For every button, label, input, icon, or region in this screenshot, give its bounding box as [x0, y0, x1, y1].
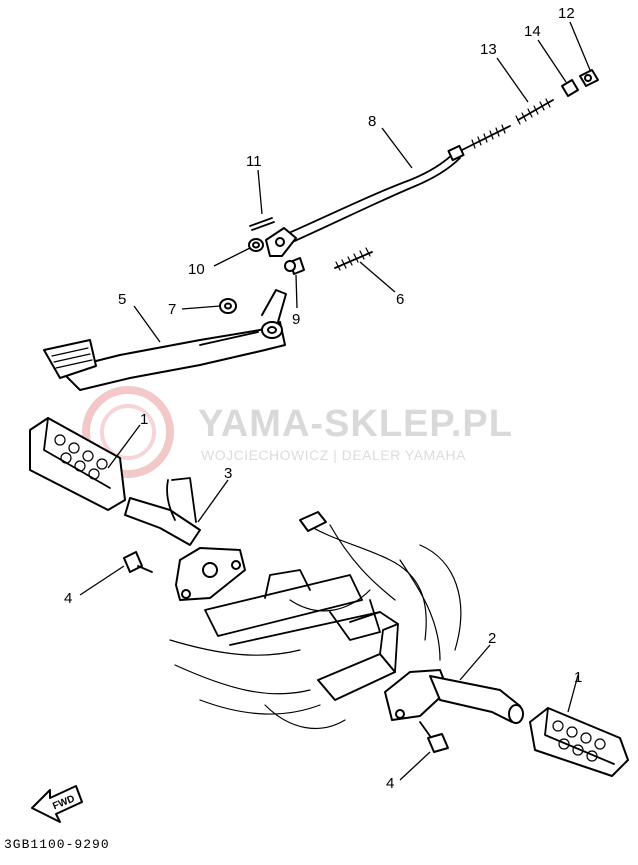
fwd-arrow-icon: FWD	[31, 785, 83, 823]
bolt-left	[123, 551, 153, 573]
callout-14: 14	[524, 23, 541, 40]
cable-clevis	[265, 227, 297, 257]
callout-1-top: 1	[140, 411, 148, 428]
callout-8: 8	[368, 113, 376, 130]
diagram-code: 3GB1100-9290	[4, 837, 110, 852]
washer-upper	[248, 238, 264, 252]
cotter-pin	[249, 217, 275, 231]
callout-10: 10	[188, 261, 205, 278]
watermark: YAMA-SKLEP.PL WOJCIECHOWICZ | DEALER YAM…	[82, 386, 513, 478]
watermark-logo	[82, 386, 174, 478]
callouts: 12 14 13 8 11 10 6 5 7 9 1 3 4 2 1 4	[64, 5, 582, 792]
return-spring	[334, 247, 373, 271]
footrest-bracket-left	[124, 477, 246, 601]
callout-6: 6	[396, 291, 404, 308]
leader-lines	[79, 21, 591, 781]
watermark-dealer: WOJCIECHOWICZ | DEALER YAMAHA	[201, 447, 466, 463]
callout-7: 7	[168, 301, 176, 318]
callout-12: 12	[558, 5, 575, 22]
callout-11: 11	[246, 153, 262, 170]
adjuster-nut	[561, 79, 579, 97]
callout-4-bottom: 4	[386, 775, 394, 792]
callout-3: 3	[224, 465, 232, 482]
bolt-right	[419, 721, 449, 753]
callout-2: 2	[488, 630, 496, 647]
cable-spring	[515, 98, 554, 125]
watermark-brand: YAMA-SKLEP.PL	[198, 403, 513, 445]
frame-outline	[169, 511, 462, 729]
cable-joint	[579, 69, 599, 87]
brake-pedal	[43, 289, 287, 391]
footrest-right	[529, 707, 629, 777]
callout-13: 13	[480, 41, 497, 58]
callout-5: 5	[118, 291, 126, 308]
brake-cable	[281, 124, 511, 245]
callout-4-top: 4	[64, 590, 72, 607]
washer-pedal	[219, 298, 237, 314]
clevis-pin	[284, 257, 305, 275]
callout-1-bottom: 1	[574, 669, 582, 686]
footrest-left	[29, 417, 126, 511]
footrest-bracket-right	[384, 669, 524, 724]
callout-9: 9	[292, 311, 300, 328]
